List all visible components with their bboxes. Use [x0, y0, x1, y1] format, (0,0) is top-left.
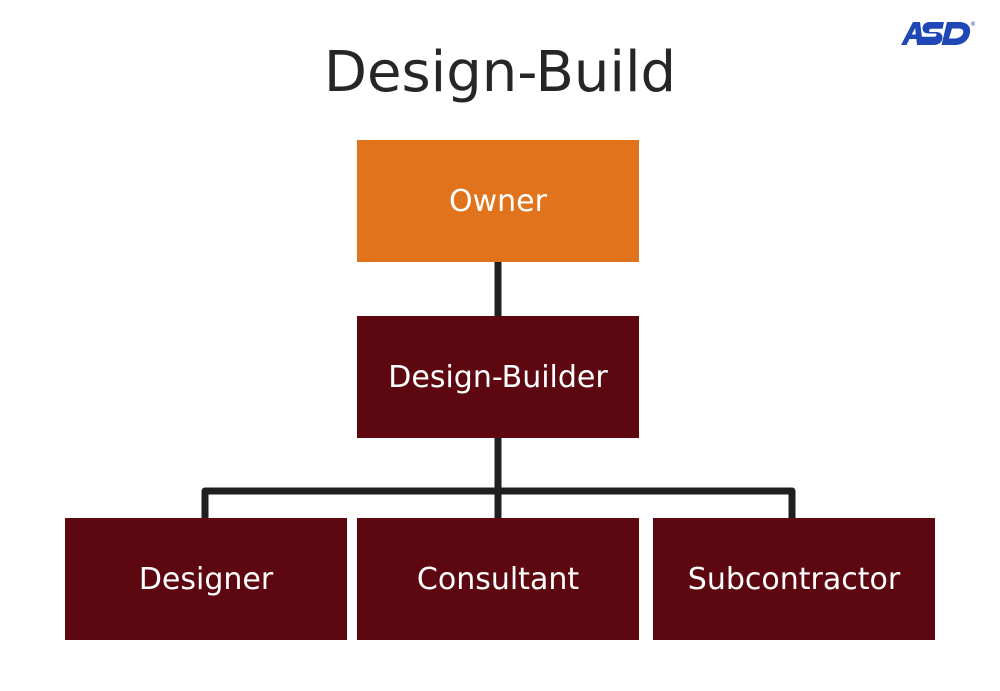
node-consultant-label: Consultant: [416, 561, 580, 597]
node-subcontractor: Subcontractor: [653, 518, 935, 640]
node-subcontractor-label: Subcontractor: [687, 561, 901, 597]
node-designer-label: Designer: [138, 561, 274, 597]
connector-horizontal-bar: [201, 487, 796, 518]
node-owner-label: Owner: [449, 183, 547, 219]
diagram-title: Design-Build: [323, 40, 677, 105]
node-owner: Owner: [357, 140, 639, 262]
node-design-builder-label: Design-Builder: [388, 359, 608, 395]
node-consultant: Consultant: [357, 518, 639, 640]
node-design-builder: Design-Builder: [357, 316, 639, 438]
node-designer: Designer: [65, 518, 347, 640]
asd-logo-lettering: [901, 22, 971, 45]
registered-mark: ®: [970, 21, 975, 28]
asd-logo: ®: [901, 21, 975, 45]
